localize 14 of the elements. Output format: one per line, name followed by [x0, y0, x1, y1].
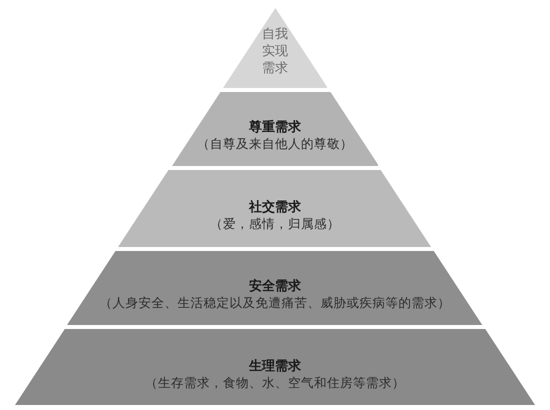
pyramid-level — [222, 8, 328, 88]
level-title: 尊重需求 — [248, 118, 301, 136]
pyramid-level — [118, 170, 432, 247]
level-description: （人身安全、生活稳定以及免遭痛苦、威胁或疾病等的需求） — [99, 295, 450, 312]
level-title: 安全需求 — [248, 278, 301, 295]
level-description: （爱，感情，归属感） — [210, 216, 340, 233]
level-description: （生存需求，食物、水、空气和住房等需求） — [144, 375, 405, 392]
pyramid-level — [14, 329, 536, 405]
pyramid-level — [172, 92, 378, 166]
level-title: 社交需求 — [248, 198, 301, 216]
level-title: 生理需求 — [248, 358, 301, 375]
level-title: 自我实现需求 — [260, 26, 289, 77]
pyramid-level — [67, 251, 483, 325]
level-description: （自尊及来自他人的尊敬） — [196, 136, 353, 153]
